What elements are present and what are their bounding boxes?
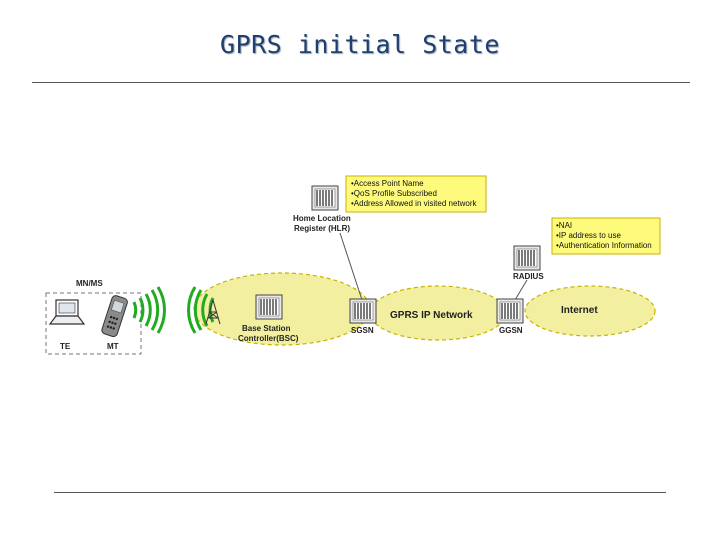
radius-note-line3: •Authentication Information: [556, 241, 652, 250]
ggsn-label: GGSN: [499, 326, 523, 335]
laptop-icon: [48, 299, 86, 325]
hlr-label-line2: Register (HLR): [294, 224, 350, 233]
sgsn-label: SGSN: [351, 326, 374, 335]
radius-note-box: [551, 217, 661, 255]
hlr-note-box: [345, 175, 487, 213]
ggsn-server-icon: [496, 298, 524, 324]
hlr-note-line2: •QoS Profile Subscribed: [351, 189, 437, 198]
bsc-label-line2: Controller(BSC): [238, 334, 299, 343]
hlr-label-line1: Home Location: [293, 214, 351, 223]
hlr-sgsn-link: [339, 232, 363, 301]
hlr-server-icon: [311, 185, 339, 211]
internet-cloud: [524, 285, 656, 337]
bsc-server-icon: [255, 294, 283, 320]
radius-server-icon: [513, 245, 541, 271]
te-label: TE: [60, 342, 71, 351]
gprs-network-label: GPRS IP Network: [390, 310, 473, 321]
hlr-note-line3: •Address Allowed in visited network: [351, 199, 478, 208]
radius-note-line2: •IP address to use: [556, 231, 621, 240]
title-divider: [32, 82, 690, 83]
internet-label: Internet: [561, 305, 598, 316]
antenna-tower-icon: [205, 299, 221, 325]
sgsn-server-icon: [349, 298, 377, 324]
radius-label: RADIUS: [513, 272, 544, 281]
radius-note-line1: •NAI: [556, 221, 572, 230]
bsc-label-line1: Base Station: [242, 324, 291, 333]
footer-divider: [54, 492, 666, 493]
mt-label: MT: [107, 342, 119, 351]
mobile-station-label: MN/MS: [76, 279, 103, 288]
mobile-station-box: [45, 292, 142, 355]
radius-ggsn-link: [514, 279, 528, 301]
hlr-note-line1: •Access Point Name: [351, 179, 424, 188]
slide-title: GPRS initial State: [220, 30, 500, 59]
mobile-phone-icon: [101, 295, 128, 338]
